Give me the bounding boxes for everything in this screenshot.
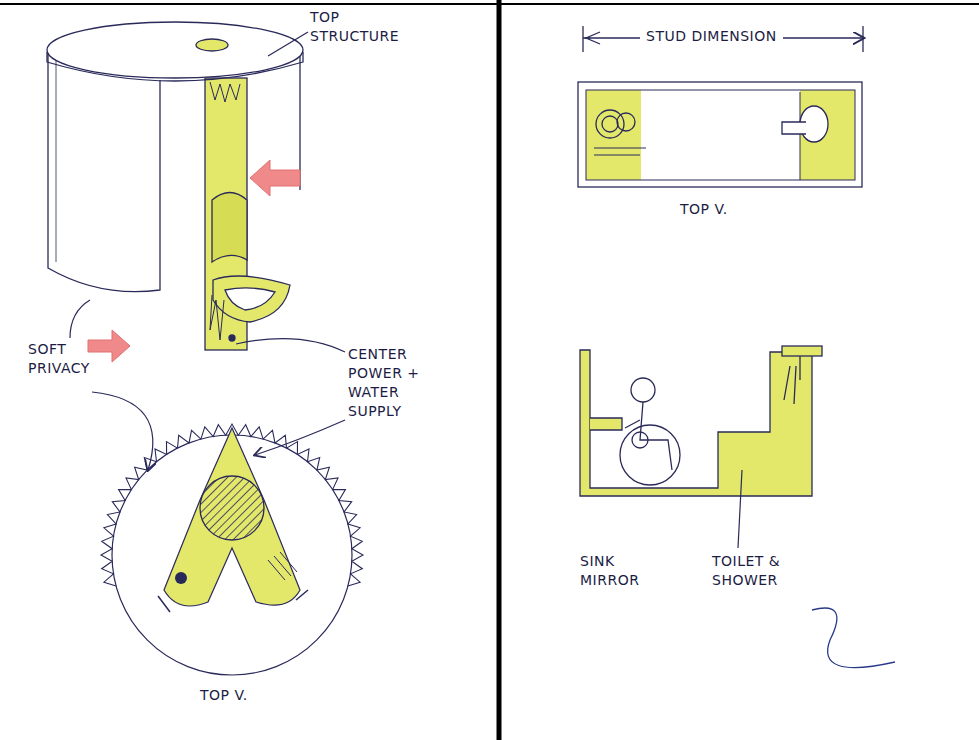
dimension-label: STUD DIMENSION	[640, 27, 783, 46]
leader-line	[255, 420, 345, 455]
fixture-mark	[158, 590, 308, 612]
leader-line	[738, 470, 742, 548]
fixture-mark	[175, 572, 187, 584]
plan-rect	[578, 82, 862, 187]
fixture-mark	[268, 552, 297, 580]
view-label: TOP V.	[680, 200, 728, 219]
part-label: SINK MIRROR	[580, 552, 655, 590]
leader-line	[236, 339, 345, 352]
dimension-line	[583, 26, 863, 52]
part-label: CENTER POWER + WATER SUPPLY	[348, 345, 430, 421]
view-label: TOP V.	[200, 686, 248, 705]
pod-sketch	[47, 22, 303, 350]
frame-line	[0, 3, 979, 5]
center-core	[200, 476, 264, 540]
arrow-pink	[88, 330, 130, 362]
elevation	[580, 346, 822, 496]
leader-line	[268, 32, 308, 56]
arrow-pink	[250, 160, 300, 196]
part-label: TOILET & SHOWER	[712, 552, 807, 590]
leader-line	[70, 300, 90, 338]
fixture-lobes	[164, 428, 300, 606]
squiggle	[812, 608, 895, 668]
part-label: TOP STRUCTURE	[310, 8, 410, 46]
leader-line	[92, 392, 153, 470]
divider	[497, 0, 502, 740]
part-label: SOFT PRIVACY	[28, 340, 108, 378]
